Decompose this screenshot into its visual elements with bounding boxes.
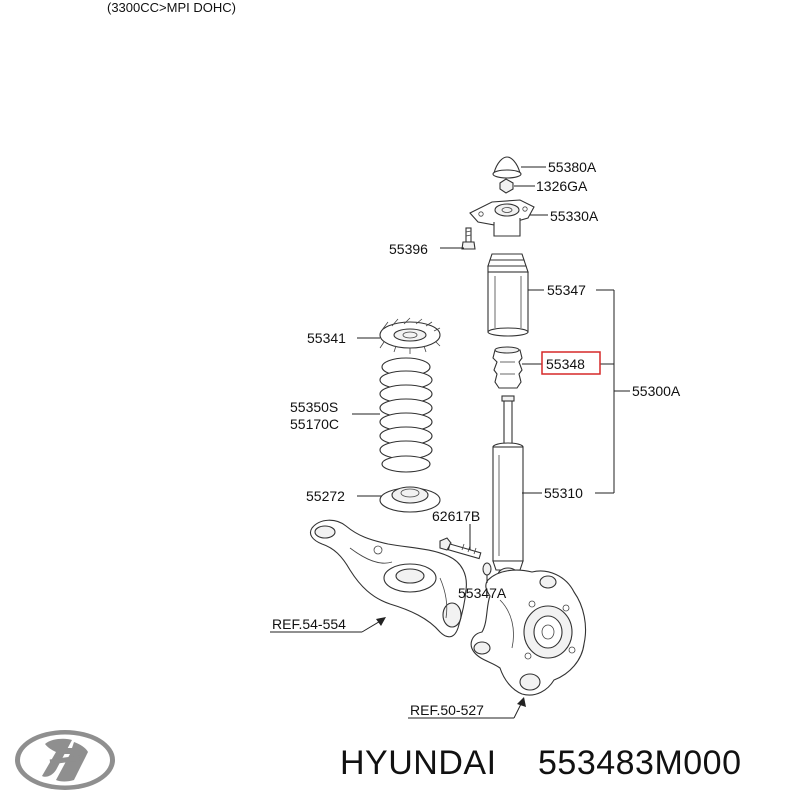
- label-55396: 55396: [389, 241, 428, 257]
- label-55347: 55347: [547, 282, 586, 298]
- engine-note: (3300CC>MPI DOHC): [107, 0, 236, 15]
- label-55350S: 55350S: [290, 399, 338, 415]
- nut-drawing: [499, 178, 514, 194]
- leader-lines: [270, 166, 630, 719]
- shock-absorber-drawing: [492, 395, 524, 583]
- lower-bolt-drawing: [439, 537, 482, 560]
- label-55341: 55341: [307, 330, 346, 346]
- bump-stopper-drawing: [492, 346, 523, 389]
- label-ref-50-527: REF.50-527: [410, 702, 484, 718]
- lower-nut-drawing: [482, 562, 492, 576]
- label-1326GA: 1326GA: [536, 178, 588, 194]
- label-55330A: 55330A: [550, 208, 599, 224]
- top-mount-drawing: [469, 199, 535, 237]
- label-55347A: 55347A: [458, 585, 507, 601]
- label-55170C: 55170C: [290, 416, 339, 432]
- brand-name: HYUNDAI: [340, 744, 497, 782]
- dust-cap-drawing: [492, 156, 522, 179]
- highlight-box-55348: [541, 351, 601, 375]
- label-55348: 55348: [546, 356, 585, 372]
- label-55272: 55272: [306, 488, 345, 504]
- label-62617B: 62617B: [432, 508, 480, 524]
- label-ref-54-554: REF.54-554: [272, 616, 346, 632]
- lower-spring-pad-drawing: [379, 486, 441, 513]
- part-number: 553483M000: [538, 744, 742, 782]
- knuckle-drawing: [470, 569, 587, 696]
- lower-control-arm-drawing: [309, 519, 467, 638]
- label-55310: 55310: [544, 485, 583, 501]
- coil-spring-drawing: [379, 357, 433, 473]
- upper-spring-seat-drawing: [379, 317, 441, 354]
- dust-boot-drawing: [487, 253, 529, 337]
- hyundai-logo-icon: [15, 730, 115, 790]
- mount-bolt-drawing: [461, 227, 476, 250]
- label-55380A: 55380A: [548, 159, 597, 175]
- label-55300A: 55300A: [632, 383, 681, 399]
